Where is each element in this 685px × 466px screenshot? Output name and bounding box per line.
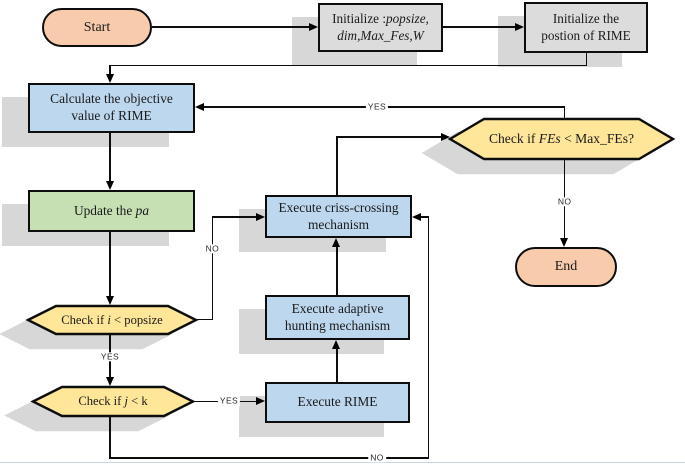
execute-rime-node: Execute RIME — [265, 382, 410, 423]
edge-label-yes: YES — [365, 101, 389, 112]
edge-update-to-check-i — [109, 232, 111, 297]
adaptive-hunting-line2: hunting mechanism — [284, 317, 391, 333]
edge-rime-to-adaptive — [336, 348, 338, 382]
check-fes-decision — [447, 117, 676, 161]
edge-check-j-no — [421, 216, 429, 218]
calculate-objective-line1: Calculate the objective — [50, 91, 173, 107]
check-fes-text: Check if FEs < Max_FEs? — [489, 131, 634, 147]
arrowhead — [105, 296, 114, 305]
edge-check-i-no — [212, 216, 256, 218]
edge-check-j-no — [427, 217, 430, 458]
edge-label-no: NO — [203, 243, 222, 254]
edge-adaptive-to-criss — [336, 247, 338, 295]
end-node: End — [515, 247, 617, 287]
check-j-text: Check if j < k — [78, 394, 147, 409]
criss-crossing-line2: mechanism — [308, 216, 369, 232]
update-pa-italic: pa — [135, 202, 150, 218]
edge-check-i-no — [196, 318, 213, 321]
check-i-prefix: Check if — [61, 312, 108, 327]
init-position-line1: Initialize the — [552, 11, 620, 27]
check-i-italic: i — [107, 312, 111, 327]
adaptive-hunting-line1: Execute adaptive — [291, 300, 384, 316]
check-j-italic: j — [124, 394, 128, 408]
init-params-node: Initialize :popsize, dim,Max_Fes,W — [318, 3, 443, 52]
edge-init-to-position — [443, 26, 515, 28]
edge-calculate-to-update — [109, 133, 111, 182]
arrowhead — [515, 22, 524, 31]
arrowhead — [331, 238, 340, 247]
edge-position-to-calculate — [109, 64, 588, 67]
arrowhead — [195, 102, 204, 111]
update-pa-label: Update the pa — [74, 203, 149, 220]
edge-label-no: NO — [368, 452, 386, 463]
edge-check-fes-yes — [563, 107, 566, 118]
arrowhead — [560, 238, 569, 247]
arrowhead — [256, 396, 265, 405]
check-fes-suffix: < Max_FEs? — [560, 131, 635, 146]
check-i-popsize-label: Check if i < popsize — [28, 305, 196, 335]
init-params-line1: Initialize :popsize, — [332, 11, 429, 27]
edge-position-to-calculate — [585, 53, 588, 66]
start-node: Start — [42, 8, 152, 47]
edge-criss-to-check-fes — [336, 137, 338, 195]
adaptive-hunting-node: Execute adaptive hunting mechanism — [265, 295, 410, 340]
arrowhead — [256, 212, 265, 221]
edge-position-to-calculate — [109, 64, 111, 76]
criss-crossing-node: Execute criss-crossing mechanism — [265, 195, 412, 238]
init-params-regular: Initialize : — [332, 11, 386, 27]
criss-crossing-line1: Execute criss-crossing — [278, 199, 399, 215]
arrowhead — [412, 212, 421, 221]
end-label: End — [554, 259, 578, 275]
edge-check-j-no — [109, 457, 430, 459]
edge-check-j-no — [109, 414, 111, 458]
arrowhead — [105, 377, 114, 386]
arrowhead — [105, 181, 114, 190]
execute-rime-label: Execute RIME — [297, 394, 378, 410]
update-pa-regular: Update the — [73, 202, 136, 218]
start-label: Start — [83, 19, 111, 35]
init-position-node: Initialize the postion of RIME — [524, 2, 648, 53]
check-i-text: Check if i < popsize — [61, 313, 163, 328]
edge-start-to-init — [152, 26, 309, 28]
check-i-popsize-decision — [25, 304, 199, 336]
init-params-italic: popsize, — [385, 11, 429, 27]
arrowhead — [441, 132, 450, 141]
update-pa-node: Update the pa — [28, 190, 195, 232]
arrowhead — [309, 22, 318, 31]
edge-label-yes: YES — [98, 351, 122, 362]
check-j-suffix: < k — [127, 394, 148, 408]
check-j-k-decision — [30, 385, 196, 418]
arrowhead — [105, 74, 114, 83]
edge-label-no: NO — [555, 196, 574, 207]
init-params-line2: dim,Max_Fes,W — [337, 28, 423, 44]
calculate-objective-node: Calculate the objective value of RIME — [28, 83, 195, 133]
check-j-prefix: Check if — [78, 394, 125, 408]
edge-check-i-no — [211, 217, 214, 320]
check-fes-prefix: Check if — [488, 131, 539, 146]
init-position-line2: postion of RIME — [541, 27, 631, 43]
arrowhead — [331, 340, 340, 349]
figure-bottom-edge — [0, 462, 685, 464]
edge-criss-to-check-fes — [336, 136, 443, 138]
check-j-k-label: Check if j < k — [33, 386, 193, 417]
edge-label-yes: YES — [217, 395, 241, 407]
check-i-suffix: < popsize — [110, 312, 163, 327]
init-params-line2-italic: dim,Max_Fes,W — [337, 27, 424, 43]
check-fes-italic: FEs — [538, 131, 561, 146]
calculate-objective-line2: value of RIME — [71, 108, 152, 123]
check-fes-label: Check if FEs < Max_FEs? — [450, 118, 673, 160]
